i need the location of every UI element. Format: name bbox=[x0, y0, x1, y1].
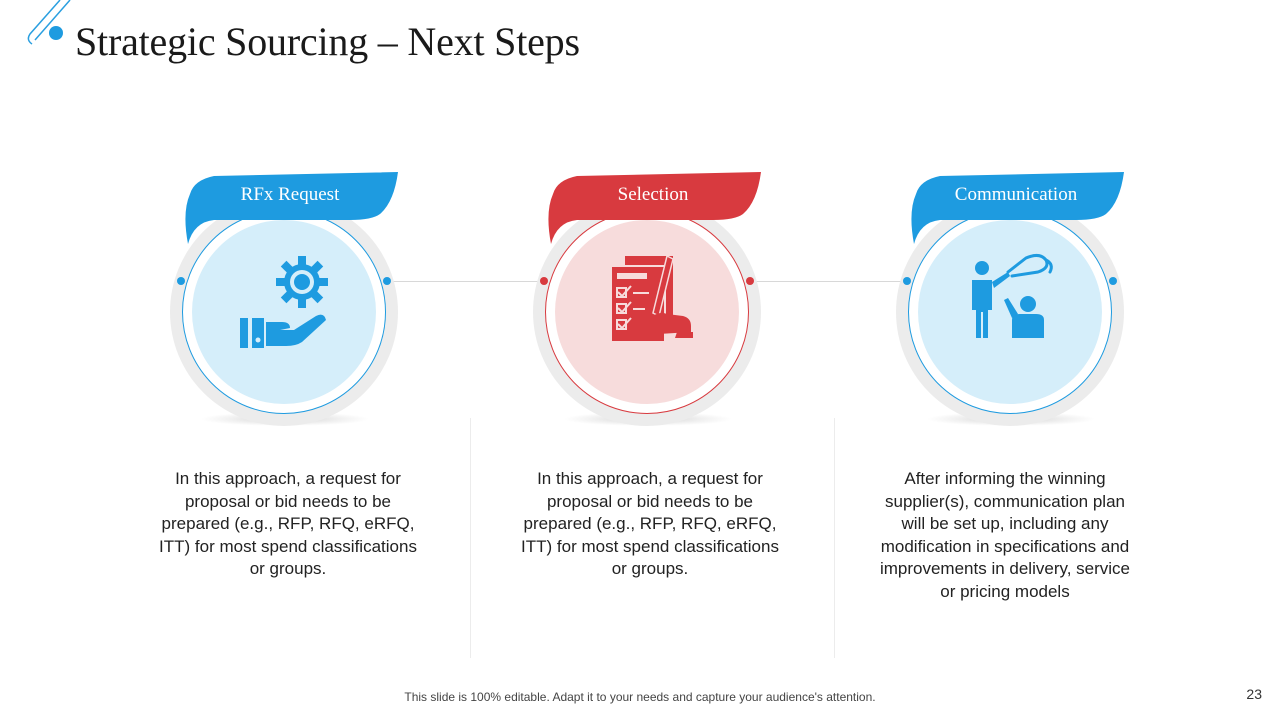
step-description-rfx: In this approach, a request for proposal… bbox=[159, 469, 417, 579]
ring-dot-right bbox=[746, 277, 754, 285]
ring-dot-left bbox=[540, 277, 548, 285]
step-description-communication: After informing the winning supplier(s),… bbox=[879, 469, 1131, 601]
column-divider-1 bbox=[470, 418, 471, 658]
ring-dot-right bbox=[1109, 277, 1117, 285]
ring-dot-left bbox=[903, 277, 911, 285]
step-label: Communication bbox=[954, 184, 1078, 205]
step-rfx-request: RFx Request bbox=[160, 168, 400, 438]
connector-line-2 bbox=[754, 281, 904, 282]
step-communication: Communication bbox=[886, 168, 1126, 438]
step-label: Selection bbox=[617, 184, 689, 205]
banner-ribbon bbox=[911, 172, 1124, 244]
step-selection: Selection bbox=[523, 168, 763, 438]
connector-line-1 bbox=[390, 281, 540, 282]
step-label: RFx Request bbox=[240, 184, 340, 205]
step-description-selection: In this approach, a request for proposal… bbox=[521, 469, 779, 579]
ring-dot-left bbox=[177, 277, 185, 285]
corner-decoration bbox=[27, 0, 71, 45]
checklist-signing-icon bbox=[610, 254, 693, 343]
footer-note: This slide is 100% editable. Adapt it to… bbox=[404, 690, 876, 704]
page-title: Strategic Sourcing – Next Steps bbox=[75, 19, 580, 64]
banner-ribbon bbox=[185, 172, 398, 244]
banner-ribbon bbox=[548, 172, 761, 244]
column-divider-2 bbox=[834, 418, 835, 658]
ring-dot-right bbox=[383, 277, 391, 285]
presenter-audience-icon bbox=[972, 253, 1053, 338]
inner-circle bbox=[192, 220, 376, 404]
gear-hand-icon bbox=[240, 256, 328, 348]
page-number: 23 bbox=[1246, 686, 1262, 702]
